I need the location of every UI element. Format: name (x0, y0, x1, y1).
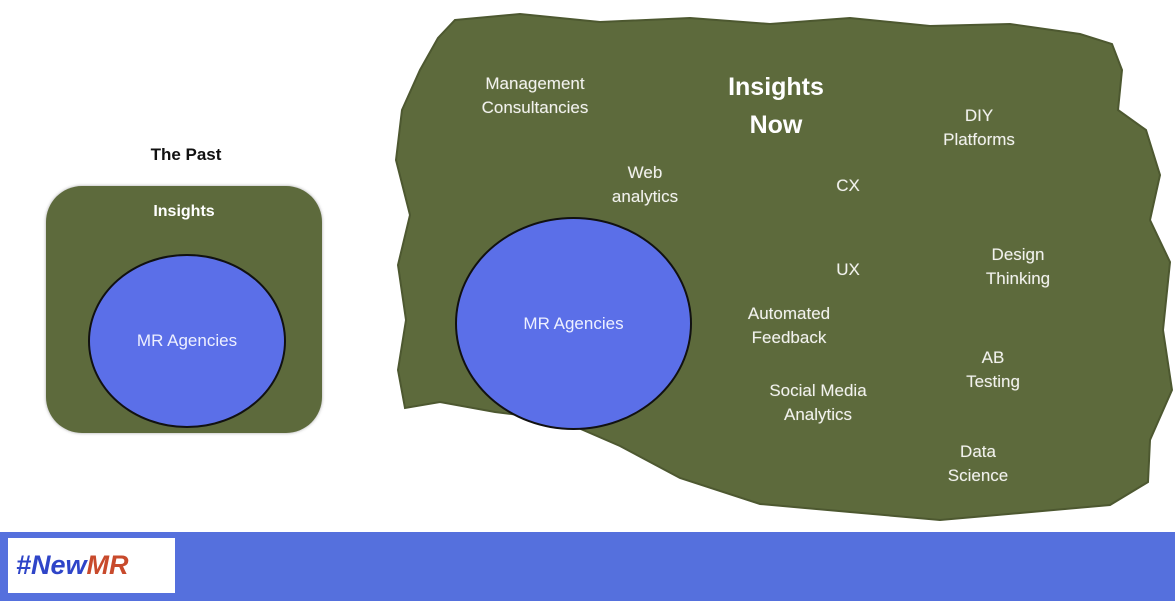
label-social-media-analytics: Social Media Analytics (769, 381, 867, 424)
past-mr-agencies-circle: MR Agencies (88, 254, 286, 428)
past-title: The Past (150, 145, 222, 164)
past-mr-agencies-label: MR Agencies (136, 331, 238, 350)
label-diy-platforms: DIY Platforms (943, 106, 1015, 149)
insights-now-title-line1: Insights (728, 73, 824, 101)
logo-prefix: #New (16, 550, 87, 580)
past-insights-label: Insights (153, 203, 215, 220)
insights-now-title-line2: Now (749, 111, 803, 139)
now-mr-agencies-circle: MR Agencies (455, 217, 692, 430)
label-ux: UX (836, 260, 860, 279)
label-web-analytics: Web analytics (611, 163, 679, 206)
now-mr-agencies-label: MR Agencies (523, 313, 624, 333)
label-automated-feedback: Automated Feedback (747, 304, 831, 347)
label-data-science: Data Science (947, 442, 1009, 485)
label-management-consultancies: Management Consultancies (481, 74, 589, 117)
label-design-thinking: Design Thinking (985, 245, 1051, 288)
label-cx: CX (836, 176, 860, 195)
label-ab-testing: AB Testing (966, 348, 1020, 391)
logo-suffix: MR (86, 550, 129, 580)
insights-now-title: Insights Now (728, 68, 824, 144)
footer-bar (0, 532, 1175, 601)
